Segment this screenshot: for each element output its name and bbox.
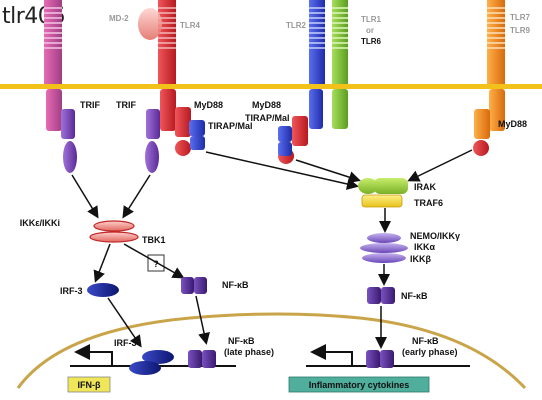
nfkb-left-a: [181, 277, 194, 294]
nfkb-right-label: NF-κB: [401, 291, 428, 301]
trif-left-label: TRIF: [80, 100, 100, 110]
tlr1-or-label: or: [366, 26, 374, 35]
nfkb-early-b: [380, 350, 394, 368]
tlr9-label: TLR9: [510, 26, 531, 35]
arrow-trif-right-ikk: [122, 174, 151, 219]
tss-arrow-right: [310, 344, 353, 366]
arrow-myd88-tlr7-irak: [407, 149, 473, 182]
myd88-tlr7-death: [473, 140, 489, 156]
nfkb-late-label-1: NF-κB: [228, 336, 255, 346]
nfkb-early-a: [366, 350, 380, 368]
tlr1-6-receptor: [332, 0, 348, 129]
trif-right-oval: [145, 141, 159, 173]
tlr7-label: TLR7: [510, 13, 531, 22]
myd88-tlr4-box: [175, 107, 191, 137]
nfkb-late-b: [202, 350, 216, 368]
trif-right-label: TRIF: [116, 100, 136, 110]
nfkb-right-b: [381, 287, 395, 304]
nfkb-early-label-1: NF-κB: [412, 336, 439, 346]
question-label: ?: [153, 259, 159, 269]
myd88-tlr4-death: [175, 140, 191, 156]
arrow-nfkb-left-nucleus: [195, 295, 210, 345]
tbk1-oval: [89, 231, 139, 243]
tirap-tlr2-label: TIRAP/Mal: [245, 113, 290, 123]
arrow-trif-left-ikk: [71, 174, 99, 219]
ikkb-oval: [362, 253, 406, 263]
irak-oval-a: [358, 178, 378, 194]
traf6-box: [361, 194, 403, 208]
tlr-pink-receptor: [44, 0, 62, 131]
nfkb-right-a: [367, 287, 381, 304]
nfkb-early-label-2: (early phase): [402, 347, 458, 357]
tlr1-label: TLR1: [361, 15, 382, 24]
irf3-nuc-label: IRF-3: [114, 338, 137, 348]
tirap-tlr4-box: [189, 120, 205, 136]
nucleus-membrane: [16, 312, 527, 390]
trif-right-box: [146, 109, 160, 139]
nfkb-late-label-2: (late phase): [224, 347, 274, 357]
cytokines-label: Inflammatory cytokines: [309, 380, 410, 390]
arrow-myd88-tlr4-irak: [205, 151, 359, 190]
tlr4-label: TLR4: [180, 21, 201, 30]
tss-arrow-left: [74, 344, 113, 366]
tirap-tlr2-box: [278, 126, 292, 142]
myd88-tlr2-box: [292, 116, 308, 146]
traf6-label: TRAF6: [414, 198, 443, 208]
myd88-tlr7-box: [474, 109, 490, 139]
irf3-cyto: [87, 283, 119, 297]
irf3-nuc-b: [129, 361, 161, 375]
tbk1-label: TBK1: [142, 235, 166, 245]
ikka-label: IKKα: [414, 242, 435, 252]
plasma-membrane: [0, 84, 542, 89]
ifnb-box: [67, 376, 111, 393]
tlr2-receptor: [309, 0, 325, 129]
tirap-tlr4-box2: [190, 136, 205, 150]
tlr6-label: TLR6: [361, 37, 382, 46]
trif-left-box: [61, 109, 75, 139]
nfkb-left-b: [194, 277, 207, 294]
irf3-cyto-label: IRF-3: [60, 286, 83, 296]
arrow-tbk1-irf3: [93, 243, 111, 283]
nemo-oval: [367, 233, 401, 243]
ikke-label-h: IKKε/IKKi: [20, 218, 60, 228]
irak-box: [374, 178, 408, 194]
nfkb-left-label: NF-κB: [222, 280, 249, 290]
myd88-tlr4-label: MyD88: [194, 100, 223, 110]
arrow-irf3-nucleus: [107, 297, 142, 348]
irf3-nuc-a: [142, 350, 174, 364]
ikkb-label: IKKβ: [410, 254, 431, 264]
ikke-oval: [93, 220, 135, 232]
arrow-myd88-tlr2-irak: [295, 159, 361, 183]
tirap-tlr2-box2: [278, 142, 292, 156]
ikka-oval: [360, 243, 408, 253]
nfkb-late-a: [188, 350, 202, 368]
nemo-label: NEMO/IKKγ: [410, 231, 460, 241]
trif-left-oval: [63, 141, 77, 173]
md2-oval: [138, 8, 162, 40]
irak-label: IRAK: [414, 182, 436, 192]
tlr2-label: TLR2: [286, 21, 307, 30]
myd88-tlr7-label: MyD88: [498, 119, 527, 129]
ifnb-label: IFN-β: [78, 380, 101, 390]
tlr7-9-receptor: [487, 0, 505, 131]
myd88-tlr2-label: MyD88: [252, 100, 281, 110]
md2-label: MD-2: [109, 14, 129, 23]
tirap-tlr4-label: TIRAP/Mal: [208, 121, 253, 131]
cytokines-box: [288, 376, 430, 393]
arrow-tbk1-nfkb: [123, 243, 185, 279]
tlr4-receptor: [158, 0, 176, 131]
